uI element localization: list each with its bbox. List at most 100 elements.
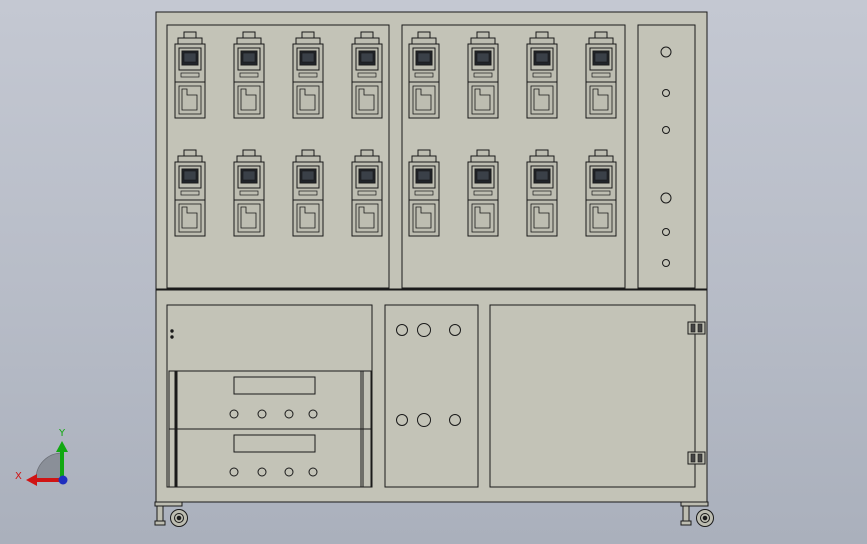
axis-triad[interactable]: Y X bbox=[15, 428, 68, 486]
meter-terminal-cover bbox=[526, 81, 558, 119]
meter-display-glass bbox=[183, 170, 197, 181]
cabinet-layer bbox=[154, 11, 714, 527]
meter-terminal-outline bbox=[358, 206, 375, 229]
unit-knob bbox=[308, 467, 318, 477]
panel-screw bbox=[170, 335, 174, 339]
energy-meter bbox=[174, 149, 206, 237]
meter-nameplate bbox=[591, 72, 611, 78]
unit-knob bbox=[308, 409, 318, 419]
energy-meter bbox=[174, 31, 206, 119]
caster-mount bbox=[154, 501, 183, 507]
meter-nameplate bbox=[298, 72, 318, 78]
unit-knob bbox=[229, 409, 239, 419]
unit-knob bbox=[257, 409, 267, 419]
meter-nameplate bbox=[532, 190, 552, 196]
meter-terminal-cover bbox=[233, 81, 265, 119]
lower-right-door bbox=[489, 304, 696, 488]
unit-rack-ear bbox=[360, 370, 364, 430]
indicator-lamp bbox=[662, 126, 670, 134]
meter-terminal-block bbox=[412, 203, 436, 233]
meter-terminal-outline bbox=[592, 88, 609, 111]
caster-axle bbox=[176, 515, 182, 521]
indicator-lamp bbox=[660, 46, 672, 58]
meter-display-glass bbox=[242, 52, 256, 63]
meter-terminal-block bbox=[296, 203, 320, 233]
meter-terminal-outline bbox=[415, 88, 432, 111]
x-axis-arrow-head bbox=[26, 474, 37, 486]
meter-terminal-block bbox=[355, 85, 379, 115]
hinge-leaf bbox=[690, 323, 696, 333]
hinge-leaf bbox=[697, 453, 703, 463]
meter-terminal-outline bbox=[415, 206, 432, 229]
meter-display-glass bbox=[476, 52, 490, 63]
control-unit bbox=[168, 370, 372, 430]
meter-terminal-block bbox=[178, 203, 202, 233]
meter-display-glass bbox=[417, 170, 431, 181]
side-indicator-panel bbox=[637, 24, 696, 289]
meter-nameplate bbox=[298, 190, 318, 196]
meter-terminal-cover bbox=[585, 199, 617, 237]
caster-mount bbox=[680, 501, 709, 507]
energy-meter bbox=[233, 149, 265, 237]
meter-nameplate bbox=[357, 190, 377, 196]
door-hinge bbox=[687, 321, 706, 335]
energy-meter bbox=[292, 31, 324, 119]
meter-nameplate bbox=[473, 72, 493, 78]
meter-terminal-block bbox=[412, 85, 436, 115]
door-hinge bbox=[687, 451, 706, 465]
unit-bezel bbox=[168, 428, 372, 488]
meter-terminal-block bbox=[471, 85, 495, 115]
meter-display-glass bbox=[183, 52, 197, 63]
meter-terminal-block bbox=[530, 203, 554, 233]
meter-nameplate bbox=[473, 190, 493, 196]
indicator-lamp bbox=[662, 228, 670, 236]
meter-terminal-outline bbox=[240, 206, 257, 229]
energy-meter bbox=[585, 31, 617, 119]
meter-display-glass bbox=[301, 170, 315, 181]
unit-display bbox=[233, 434, 316, 453]
meter-nameplate bbox=[239, 72, 259, 78]
unit-knob bbox=[257, 467, 267, 477]
meter-terminal-block bbox=[589, 85, 613, 115]
unit-knob bbox=[284, 467, 294, 477]
meter-display-glass bbox=[301, 52, 315, 63]
meter-terminal-cover bbox=[408, 199, 440, 237]
energy-meter bbox=[526, 31, 558, 119]
center-panel-knob bbox=[449, 414, 461, 426]
unit-rack-ear-edge bbox=[175, 428, 178, 488]
meter-terminal-outline bbox=[240, 88, 257, 111]
indicator-lamp bbox=[662, 259, 670, 267]
meter-nameplate bbox=[357, 72, 377, 78]
caster bbox=[680, 501, 714, 527]
unit-rack-ear-edge bbox=[175, 370, 178, 430]
hinge-plate bbox=[687, 321, 706, 335]
meter-display-glass bbox=[594, 170, 608, 181]
meter-nameplate bbox=[591, 190, 611, 196]
meter-display-glass bbox=[360, 170, 374, 181]
energy-meter bbox=[292, 149, 324, 237]
meter-terminal-outline bbox=[592, 206, 609, 229]
meter-display-glass bbox=[535, 170, 549, 181]
meter-terminal-block bbox=[237, 203, 261, 233]
meter-terminal-cover bbox=[467, 81, 499, 119]
meter-terminal-block bbox=[178, 85, 202, 115]
indicator-lamp bbox=[662, 89, 670, 97]
meter-terminal-cover bbox=[585, 81, 617, 119]
meter-terminal-cover bbox=[467, 199, 499, 237]
energy-meter bbox=[467, 149, 499, 237]
meter-terminal-block bbox=[237, 85, 261, 115]
control-unit bbox=[168, 428, 372, 488]
caster-brake bbox=[154, 520, 166, 526]
indicator-lamp bbox=[660, 192, 672, 204]
energy-meter bbox=[467, 31, 499, 119]
meter-terminal-outline bbox=[474, 88, 491, 111]
meter-nameplate bbox=[180, 72, 200, 78]
meter-terminal-outline bbox=[181, 206, 198, 229]
meter-terminal-outline bbox=[533, 88, 550, 111]
meter-terminal-block bbox=[355, 203, 379, 233]
y-axis-arrow-head bbox=[56, 441, 68, 452]
triad-origin-quadrant bbox=[35, 452, 63, 480]
hinge-leaf bbox=[690, 453, 696, 463]
meter-terminal-cover bbox=[233, 199, 265, 237]
